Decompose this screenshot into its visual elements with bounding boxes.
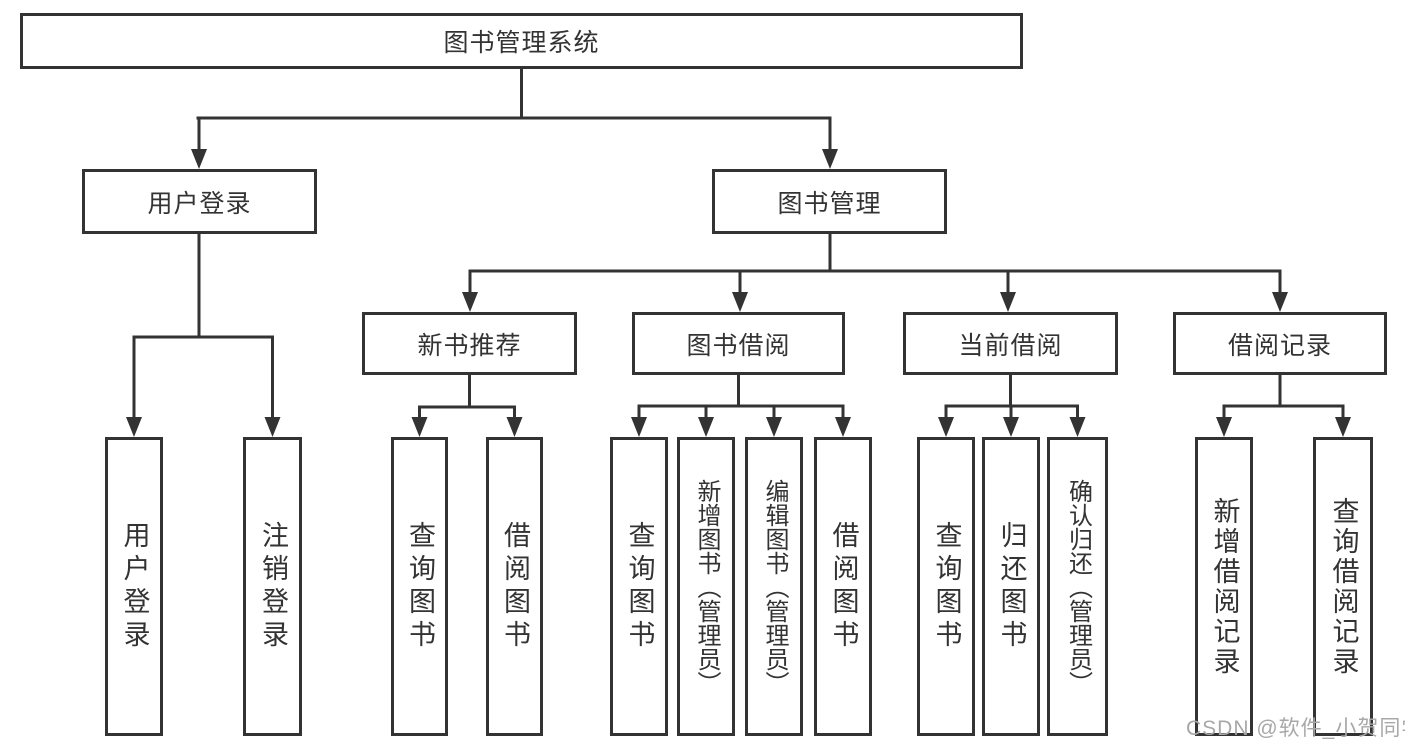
leaf-label: 新增借阅记录: [1209, 496, 1240, 677]
arrowhead: [938, 417, 954, 437]
arrowhead: [1335, 417, 1351, 437]
leaf-label: 注销登录: [258, 520, 288, 653]
leaf-label: 查询图书: [624, 520, 655, 653]
node-borrow-records: 借阅记录: [1173, 312, 1387, 375]
leaf-user-login: 用户登录: [105, 437, 163, 736]
node-label: 图书管理系统: [443, 29, 600, 57]
arrowhead: [126, 417, 142, 437]
node-label: 当前借阅: [958, 331, 1063, 360]
leaf-borrow-books: 借阅图书: [814, 437, 872, 736]
arrowhead: [1000, 292, 1016, 312]
arrowhead: [766, 417, 782, 437]
leaf-query-books-current: 查询图书: [917, 437, 975, 736]
leaf-label: 借阅图书: [500, 520, 530, 653]
leaf-label: 查询借阅记录: [1328, 496, 1359, 677]
node-book-management: 图书管理: [712, 169, 947, 234]
leaf-query-books-recommend: 查询图书: [391, 437, 448, 736]
leaf-query-borrow-record: 查询借阅记录: [1313, 437, 1373, 736]
arrowhead: [698, 417, 714, 437]
arrowhead: [462, 292, 478, 312]
leaf-label: 确认归还（管理员）: [1064, 478, 1092, 695]
arrowhead: [1272, 292, 1288, 312]
node-label: 用户登录: [147, 189, 252, 218]
node-label: 图书管理: [777, 189, 882, 218]
node-book-borrow: 图书借阅: [632, 312, 845, 375]
arrowhead: [1216, 417, 1232, 437]
leaf-edit-book-admin: 编辑图书（管理员）: [745, 437, 803, 736]
node-label: 图书借阅: [686, 331, 791, 360]
node-library-system: 图书管理系统: [20, 13, 1023, 69]
arrowhead: [732, 292, 748, 312]
leaf-borrow-books-recommend: 借阅图书: [486, 437, 543, 736]
leaf-label: 查询图书: [931, 520, 962, 653]
node-current-borrow: 当前借阅: [903, 312, 1118, 375]
leaf-add-book-admin: 新增图书（管理员）: [677, 437, 735, 736]
watermark: CSDN @软件_小贺同学: [1186, 717, 1405, 740]
leaf-label: 编辑图书（管理员）: [761, 478, 788, 695]
arrowhead: [835, 417, 851, 437]
arrowhead: [264, 417, 281, 437]
node-user-login: 用户登录: [82, 169, 317, 234]
arrowhead: [191, 149, 207, 169]
leaf-label: 借阅图书: [828, 520, 859, 653]
leaf-confirm-return-admin: 确认归还（管理员）: [1047, 437, 1108, 736]
leaf-label: 归还图书: [996, 520, 1027, 653]
arrowhead: [411, 417, 428, 437]
leaf-logout: 注销登录: [243, 437, 302, 736]
arrowhead: [1069, 417, 1086, 437]
leaf-query-books-borrow: 查询图书: [610, 437, 668, 736]
arrowhead: [822, 149, 838, 169]
leaf-label: 新增图书（管理员）: [693, 478, 720, 695]
arrowhead: [1003, 417, 1019, 437]
node-new-book-recommend: 新书推荐: [362, 312, 577, 375]
arrowhead: [631, 417, 647, 437]
leaf-return-books: 归还图书: [982, 437, 1040, 736]
leaf-label: 查询图书: [405, 520, 435, 653]
arrowhead: [506, 417, 523, 437]
leaf-add-borrow-record: 新增借阅记录: [1195, 437, 1253, 736]
leaf-label: 用户登录: [119, 520, 150, 653]
node-label: 新书推荐: [417, 331, 522, 360]
node-label: 借阅记录: [1227, 331, 1332, 360]
